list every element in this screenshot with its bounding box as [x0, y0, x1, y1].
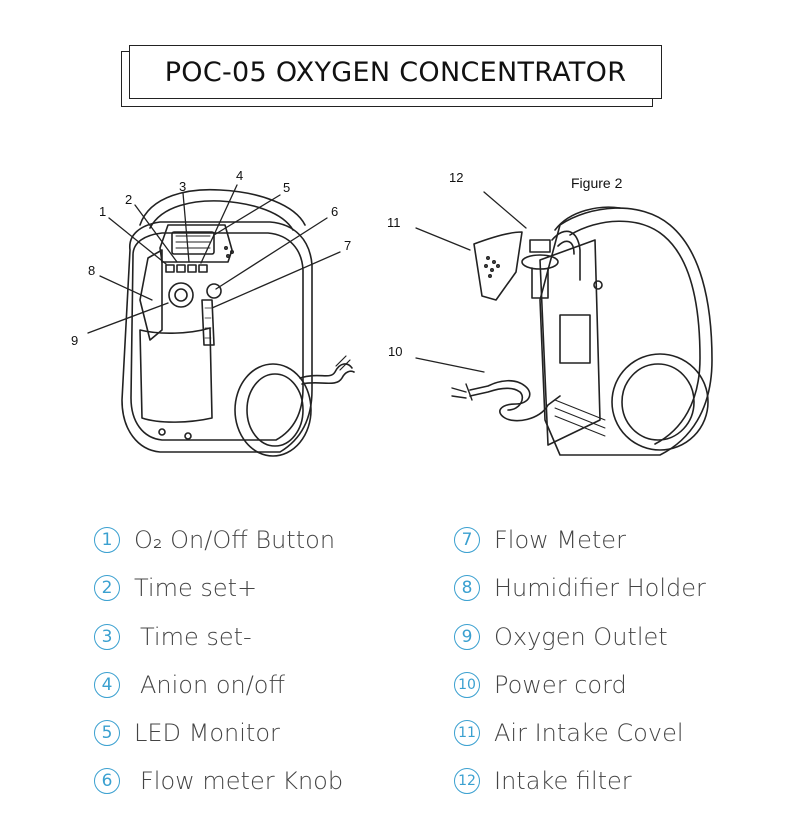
legend-number: 6 — [94, 768, 120, 794]
legend-item: 3 Time set- — [94, 621, 252, 653]
legend-item: 5 LED Monitor — [94, 717, 280, 749]
title-frame: POC-05 OXYGEN CONCENTRATOR — [121, 45, 664, 107]
legend-number: 10 — [454, 672, 480, 698]
page-title: POC-05 OXYGEN CONCENTRATOR — [129, 45, 662, 99]
callout-1: 1 — [99, 204, 107, 219]
legend-number: 2 — [94, 575, 120, 601]
legend-label: Air Intake Covel — [494, 719, 684, 747]
legend-item: 11 Air Intake Covel — [454, 717, 684, 749]
callout-3: 3 — [179, 179, 187, 194]
legend-label: Anion on/off — [140, 671, 286, 699]
callout-12: 12 — [449, 170, 464, 185]
legend-label: Flow meter Knob — [140, 767, 344, 795]
legend-label: Intake filter — [494, 767, 632, 795]
legend-item: 8 Humidifier Holder — [454, 572, 706, 604]
callout-4: 4 — [236, 168, 244, 183]
legend-label: Time set- — [140, 623, 252, 651]
legend-label: Power cord — [494, 671, 627, 699]
callout-9: 9 — [71, 333, 79, 348]
legend-label: Humidifier Holder — [494, 574, 706, 602]
legend-number: 9 — [454, 624, 480, 650]
callout-10: 10 — [388, 344, 403, 359]
legend-label: Oxygen Outlet — [494, 623, 668, 651]
legend-number: 5 — [94, 720, 120, 746]
legend-label: LED Monitor — [134, 719, 280, 747]
callout-5: 5 — [283, 180, 291, 195]
legend-item: 7 Flow Meter — [454, 524, 626, 556]
callout-6: 6 — [331, 204, 339, 219]
figure-label: Figure 2 — [571, 175, 623, 191]
legend-number: 12 — [454, 768, 480, 794]
front-unit-drawing — [121, 188, 355, 457]
legend-number: 7 — [454, 527, 480, 553]
callout-7: 7 — [344, 238, 352, 253]
legend-item: 1 O₂ On/Off Button — [94, 524, 335, 556]
legend-item: 12 Intake filter — [454, 765, 632, 797]
legend-item: 2 Time set+ — [94, 572, 257, 604]
legend-item: 6 Flow meter Knob — [94, 765, 343, 797]
legend-item: 4 Anion on/off — [94, 669, 285, 701]
legend-item: 10 Power cord — [454, 669, 627, 701]
callout-8: 8 — [88, 263, 96, 278]
product-illustration — [87, 184, 713, 457]
legend-number: 11 — [454, 720, 480, 746]
callout-11: 11 — [387, 215, 401, 230]
legend-number: 4 — [94, 672, 120, 698]
legend-number: 3 — [94, 624, 120, 650]
legend-label: Time set+ — [134, 574, 258, 602]
legend-label: O₂ On/Off Button — [134, 526, 336, 554]
legend-number: 8 — [454, 575, 480, 601]
callout-2: 2 — [125, 192, 133, 207]
legend-item: 9 Oxygen Outlet — [454, 621, 668, 653]
callout-leader-lines — [87, 184, 527, 373]
legend-number: 1 — [94, 527, 120, 553]
legend-label: Flow Meter — [494, 526, 626, 554]
back-unit-drawing — [451, 206, 713, 456]
